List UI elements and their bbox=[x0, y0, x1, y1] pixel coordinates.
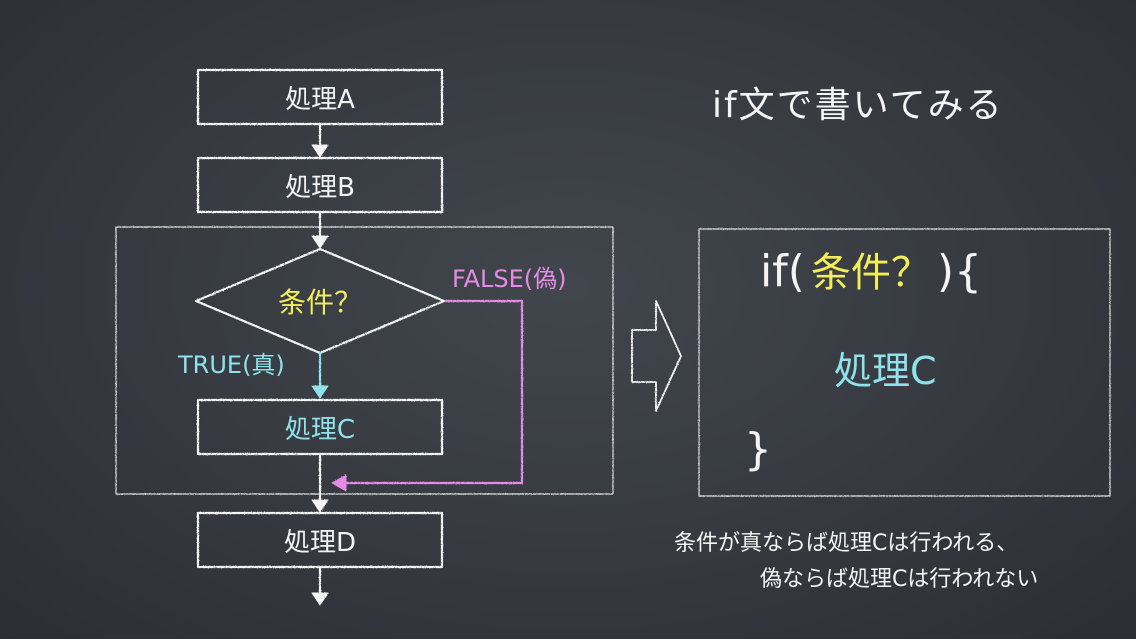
arrowhead-d-out bbox=[311, 592, 329, 606]
true-branch-label: TRUE(真) bbox=[178, 351, 285, 379]
transform-arrow bbox=[631, 300, 682, 412]
false-branch-label: FALSE(偽) bbox=[452, 265, 567, 293]
arrowhead-false bbox=[331, 474, 347, 492]
condition-label: 条件？ bbox=[277, 286, 362, 319]
page-title: if文で書いてみる bbox=[712, 85, 1004, 126]
arrowhead-a-b bbox=[311, 144, 329, 158]
process-b-label: 処理B bbox=[285, 172, 355, 203]
process-c-label: 処理C bbox=[284, 414, 356, 445]
code-line-if: if(条件？){ bbox=[760, 240, 982, 298]
process-a-label: 処理A bbox=[285, 84, 355, 115]
arrowhead-b-condition bbox=[311, 235, 329, 249]
code-close-brace: } bbox=[744, 424, 772, 475]
caption-line-2: 偽ならば処理Cは行われない bbox=[760, 567, 1039, 592]
caption-line-1: 条件が真ならば処理Cは行われる、 bbox=[674, 531, 1019, 556]
process-d-label: 処理D bbox=[283, 527, 357, 558]
arrowhead-c-d bbox=[311, 499, 329, 513]
code-condition: 条件？ bbox=[810, 250, 931, 296]
connector-false bbox=[332, 299, 524, 485]
code-body: 処理C bbox=[834, 349, 937, 393]
code-if-keyword: if( bbox=[760, 246, 805, 297]
code-panel-frame bbox=[698, 228, 1111, 497]
code-paren-brace: ){ bbox=[936, 246, 983, 297]
if-block-frame bbox=[115, 226, 614, 495]
arrowhead-true bbox=[311, 385, 329, 399]
